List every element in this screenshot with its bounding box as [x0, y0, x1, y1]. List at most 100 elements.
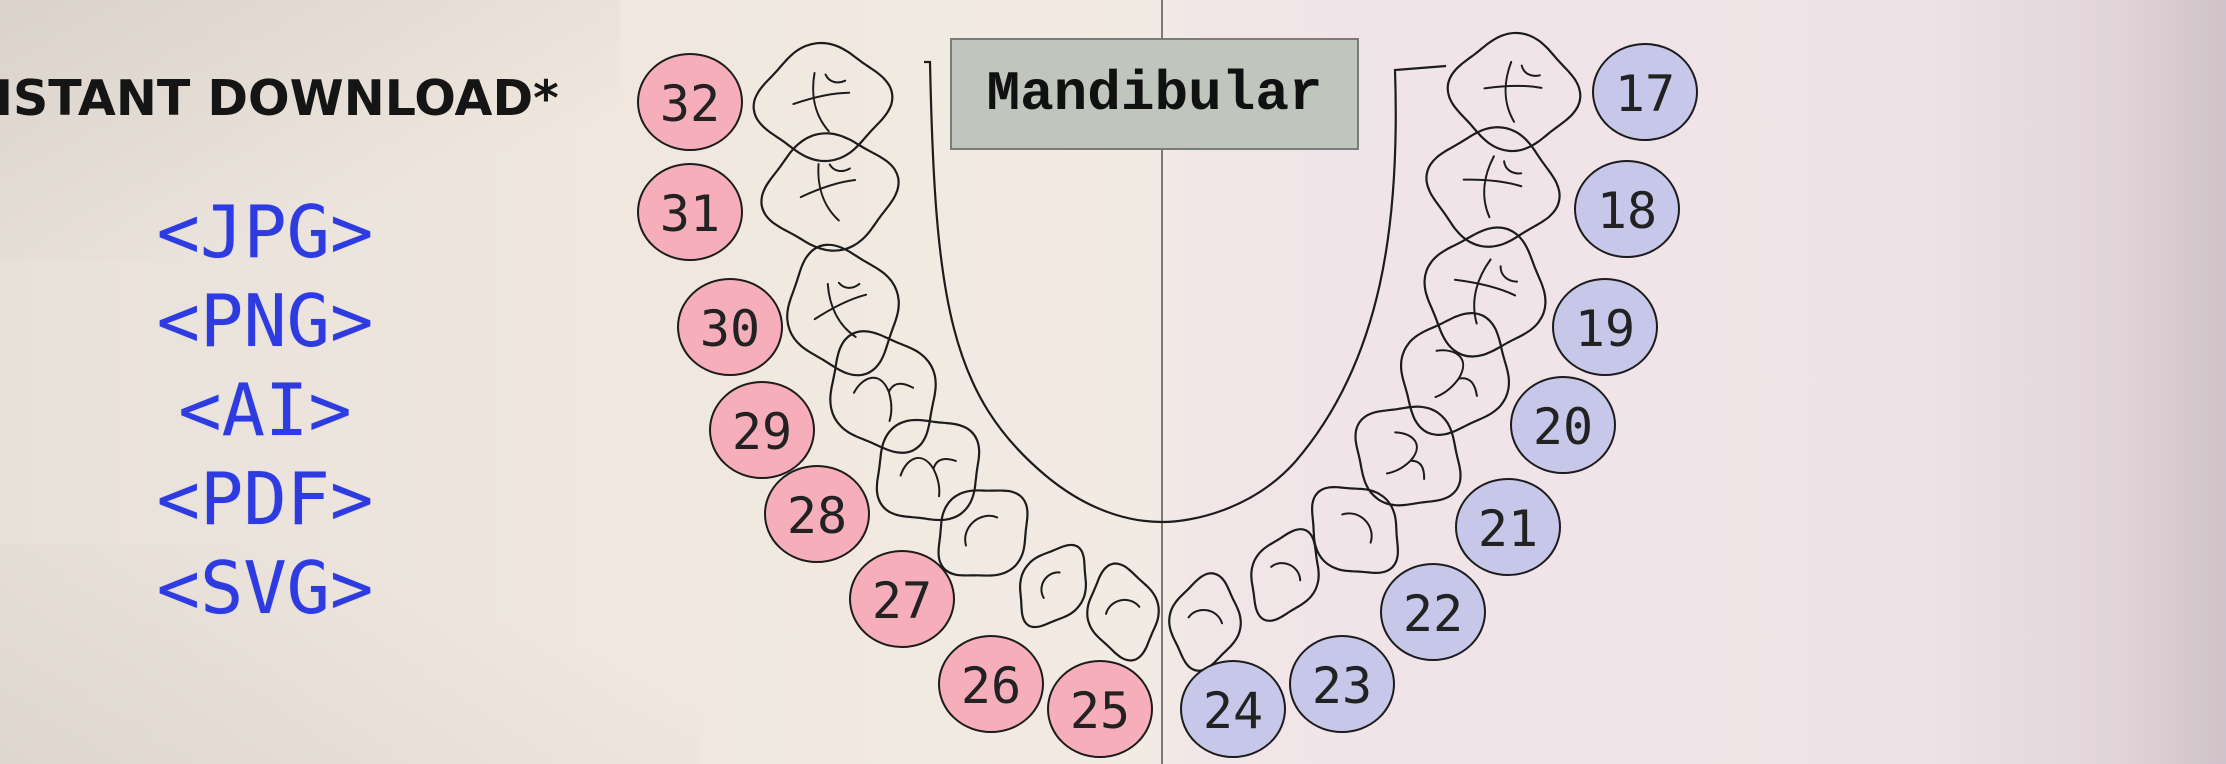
arch-label: Mandibular [986, 62, 1323, 126]
tooth-number-24: 24 [1203, 682, 1263, 740]
format-svg: <SVG> [156, 546, 374, 630]
tooth-number-badge-19: 19 [1552, 278, 1658, 376]
tooth-25 [1086, 562, 1160, 662]
tooth-27 [937, 489, 1029, 577]
tooth-outline-25 [1086, 562, 1160, 662]
tooth-20 [1399, 311, 1511, 437]
badge-circle-26 [938, 635, 1044, 733]
tooth-number-badge-26: 26 [938, 635, 1044, 733]
badge-circle-30 [677, 278, 783, 376]
format-list: <JPG> <PNG> <AI> <PDF> <SVG> [115, 188, 415, 633]
tooth-number-26: 26 [961, 657, 1021, 715]
tooth-number-28: 28 [787, 487, 847, 545]
tooth-cusp-32 [792, 72, 851, 133]
tooth-outline-22 [1311, 486, 1399, 574]
tooth-outline-23 [1250, 528, 1320, 622]
tooth-number-27: 27 [872, 572, 932, 630]
tooth-number-badge-30: 30 [677, 278, 783, 376]
tooth-cusp-19 [1453, 258, 1519, 325]
tooth-21 [1354, 405, 1462, 507]
tooth-cusp-25 [1105, 598, 1141, 615]
tooth-outline-18 [1425, 126, 1561, 248]
tooth-number-badge-21: 21 [1455, 478, 1561, 576]
number-badges-group: 32 31 30 29 28 27 26 25 24 23 22 21 20 19 18 17 [637, 43, 1698, 758]
tooth-outline-30 [786, 243, 900, 377]
tooth-17 [1446, 31, 1582, 153]
tooth-18 [1425, 126, 1561, 248]
tooth-number-18: 18 [1597, 182, 1657, 240]
tooth-number-badge-32: 32 [637, 53, 743, 151]
tooth-number-badge-31: 31 [637, 163, 743, 261]
tooth-cusp-18 [1462, 155, 1523, 219]
format-png: <PNG> [156, 279, 374, 363]
tooth-number-17: 17 [1615, 65, 1675, 123]
tooth-outline-20 [1399, 311, 1511, 437]
tooth-number-29: 29 [732, 403, 792, 461]
format-ai: <AI> [178, 368, 352, 452]
tooth-number-22: 22 [1403, 585, 1463, 643]
tooth-19 [1423, 226, 1547, 358]
tooth-cusp-20 [1434, 349, 1478, 399]
tooth-cusp-22 [1341, 512, 1373, 544]
tooth-outline-29 [829, 330, 937, 454]
tooth-number-21: 21 [1478, 500, 1538, 558]
tooth-outline-31 [760, 132, 900, 252]
tooth-cusp-21 [1385, 431, 1426, 481]
tooth-number-badge-28: 28 [764, 465, 870, 563]
tooth-cusp-23 [1270, 562, 1302, 582]
badge-circle-24 [1180, 660, 1286, 758]
badge-circle-27 [849, 550, 955, 648]
instant-download-heading: NSTANT DOWNLOAD* [0, 70, 559, 127]
badge-circle-20 [1510, 376, 1616, 474]
tooth-number-badge-24: 24 [1180, 660, 1286, 758]
tooth-cusp-28 [899, 457, 957, 498]
badge-circle-31 [637, 163, 743, 261]
tooth-29 [829, 330, 937, 454]
tooth-number-25: 25 [1070, 682, 1130, 740]
format-jpg: <JPG> [156, 190, 374, 274]
tooth-number-23: 23 [1312, 657, 1372, 715]
tooth-number-badge-25: 25 [1047, 660, 1153, 758]
tooth-cusp-24 [1187, 609, 1224, 625]
tooth-number-badge-18: 18 [1574, 160, 1680, 258]
tooth-outline-21 [1354, 405, 1462, 507]
tooth-outline-24 [1168, 572, 1242, 672]
tooth-cusp-31 [799, 163, 857, 222]
tooth-number-20: 20 [1533, 398, 1593, 456]
tooth-number-31: 31 [660, 185, 720, 243]
tooth-cusp-29 [852, 376, 915, 422]
tooth-outline-17 [1446, 31, 1582, 153]
tooth-26 [1018, 543, 1088, 629]
tooth-number-badge-20: 20 [1510, 376, 1616, 474]
tooth-31 [760, 132, 900, 252]
arch-label-box: Mandibular [950, 38, 1359, 150]
tooth-outline-19 [1423, 226, 1547, 358]
tooth-number-badge-29: 29 [709, 381, 815, 479]
tooth-outline-27 [937, 489, 1029, 577]
tooth-cusp-17 [1483, 60, 1543, 123]
tooth-23 [1250, 528, 1320, 622]
badge-circle-25 [1047, 660, 1153, 758]
badge-circle-32 [637, 53, 743, 151]
tooth-number-30: 30 [700, 300, 760, 358]
tooth-28 [875, 418, 981, 522]
tooth-24 [1168, 572, 1242, 672]
tooth-cusp-30 [813, 281, 868, 338]
download-promo: NSTANT DOWNLOAD* <JPG> <PNG> <AI> <PDF> … [0, 0, 620, 764]
tooth-22 [1311, 486, 1399, 574]
tooth-number-badge-22: 22 [1380, 563, 1486, 661]
tooth-number-19: 19 [1575, 300, 1635, 358]
tooth-cusp-27 [964, 514, 999, 547]
tooth-number-badge-23: 23 [1289, 635, 1395, 733]
teeth-group [752, 31, 1582, 672]
badge-circle-17 [1592, 43, 1698, 141]
gum-line-curve [924, 60, 1447, 524]
tooth-cusp-26 [1040, 571, 1061, 599]
badge-circle-21 [1455, 478, 1561, 576]
badge-circle-28 [764, 465, 870, 563]
badge-circle-18 [1574, 160, 1680, 258]
tooth-outline-26 [1018, 543, 1088, 629]
badge-circle-22 [1380, 563, 1486, 661]
tooth-number-32: 32 [660, 75, 720, 133]
